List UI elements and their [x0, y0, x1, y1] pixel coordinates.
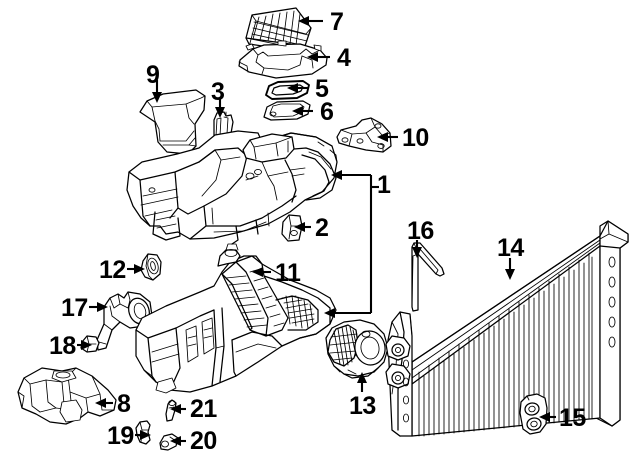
- part-access-cover: [263, 100, 311, 121]
- callout-label-20: 20: [190, 427, 217, 455]
- part-case-assembly: [126, 130, 338, 245]
- callout-label-21: 21: [190, 395, 217, 423]
- callout-label-1: 1: [377, 171, 391, 199]
- part-outlet-duct: [139, 89, 206, 155]
- part-lower-housing: [135, 243, 337, 394]
- callout-label-18: 18: [49, 332, 76, 360]
- callout-label-5: 5: [315, 75, 329, 103]
- part-evaporator-core: [385, 220, 629, 437]
- callout-label-19: 19: [107, 422, 134, 450]
- callout-label-3: 3: [211, 78, 225, 106]
- callout-label-14: 14: [497, 234, 524, 262]
- part-cabin-filter: [245, 7, 312, 53]
- callout-label-8: 8: [117, 390, 131, 418]
- part-grommet-seal: [140, 253, 162, 281]
- callout-label-6: 6: [320, 98, 334, 126]
- part-pin-fastener: [165, 399, 177, 422]
- part-upper-cover: [238, 40, 328, 79]
- callout-label-7: 7: [330, 8, 344, 36]
- callout-leaders: [77, 16, 556, 446]
- callout-label-9: 9: [146, 61, 160, 89]
- callout-label-10: 10: [402, 124, 429, 152]
- callout-label-17: 17: [61, 294, 88, 322]
- callout-label-2: 2: [315, 214, 329, 242]
- part-blower-motor: [325, 319, 389, 379]
- part-control-module: [17, 367, 117, 425]
- part-mounting-bracket: [336, 117, 392, 153]
- callout-label-13: 13: [349, 392, 376, 420]
- callout-label-4: 4: [337, 44, 351, 72]
- part-tube-seal-plate: [519, 393, 548, 435]
- part-clip-bracket: [281, 214, 303, 242]
- callout-label-12: 12: [99, 256, 126, 284]
- callout-label-11: 11: [275, 259, 301, 287]
- callout-label-15: 15: [559, 404, 586, 432]
- callout-label-16: 16: [407, 217, 434, 245]
- part-seal-gasket: [265, 80, 310, 100]
